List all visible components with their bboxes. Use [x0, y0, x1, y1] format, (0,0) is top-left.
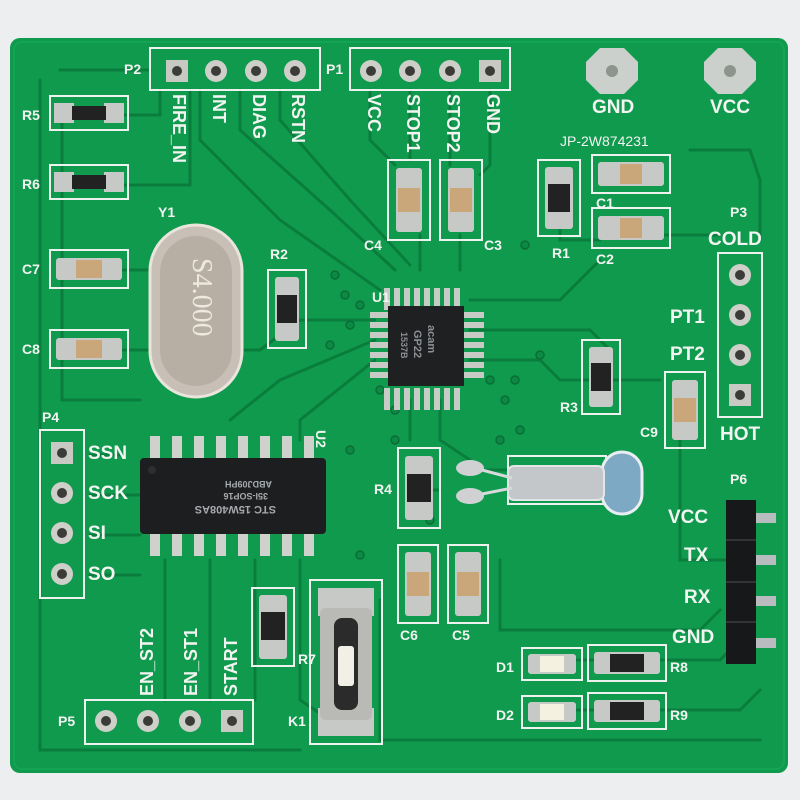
u1-marking-1: acam: [425, 325, 437, 354]
label-p4: P4: [42, 409, 60, 425]
label-c8: C8: [22, 341, 40, 357]
label-c9: C9: [640, 424, 658, 440]
label-vcc-top: VCC: [364, 94, 384, 133]
label-r2: R2: [270, 246, 288, 262]
label-rx: RX: [684, 587, 711, 608]
label-d1: D1: [496, 659, 514, 675]
header-p6: [726, 500, 776, 664]
label-sck: SCK: [88, 483, 129, 504]
label-start: START: [221, 637, 241, 696]
label-r7: R7: [298, 651, 316, 667]
label-vcc-p6: VCC: [668, 507, 709, 528]
label-d2: D2: [496, 707, 514, 723]
label-c3: C3: [484, 237, 502, 253]
switch-k1: [318, 588, 374, 736]
label-fire-in: FIRE_IN: [169, 94, 189, 164]
label-p5: P5: [58, 713, 76, 729]
label-c7: C7: [22, 261, 40, 277]
label-r4: R4: [374, 481, 392, 497]
label-stop2: STOP2: [443, 94, 463, 153]
header-p5: [95, 710, 243, 732]
label-c4: C4: [364, 237, 382, 253]
header-pins-top: [166, 60, 501, 82]
label-int: INT: [209, 94, 229, 123]
label-vcc-pad: VCC: [710, 97, 751, 118]
label-c5: C5: [452, 627, 470, 643]
label-gnd-p6: GND: [672, 627, 715, 648]
label-y1: Y1: [158, 204, 176, 220]
label-tx: TX: [684, 545, 709, 566]
silkscreen-outlines: [39, 47, 763, 745]
label-r5: R5: [22, 107, 40, 123]
label-k1: K1: [288, 713, 306, 729]
crystal-32k: [456, 450, 644, 516]
chip-u2: [140, 436, 326, 556]
vias: [325, 240, 545, 560]
label-c6: C6: [400, 627, 418, 643]
label-p6: P6: [730, 471, 748, 487]
u1-marking-3: 1537B: [399, 332, 409, 359]
label-en-st2: EN_ST2: [137, 627, 157, 696]
label-rstn: RSTN: [288, 94, 308, 143]
label-c2: C2: [596, 251, 614, 267]
label-p1: P1: [326, 61, 344, 77]
label-r9: R9: [670, 707, 688, 723]
label-stop1: STOP1: [403, 94, 423, 153]
crystal-y1: [148, 223, 244, 399]
label-r6: R6: [22, 176, 40, 192]
label-ssn: SSN: [88, 443, 128, 464]
label-gnd-top: GND: [483, 94, 503, 134]
label-hot: HOT: [720, 424, 761, 445]
label-r1: R1: [552, 245, 570, 261]
label-u2: U2: [313, 430, 329, 448]
u2-marking-3: ABDJ09PH: [224, 479, 272, 489]
label-so: SO: [88, 564, 116, 585]
label-pt2: PT2: [670, 344, 705, 365]
label-cold: COLD: [708, 229, 762, 250]
header-p3: [729, 264, 751, 406]
smd-parts: [54, 103, 698, 722]
label-pt1: PT1: [670, 307, 705, 328]
label-r3: R3: [560, 399, 578, 415]
chip-u1: [370, 288, 484, 410]
crystal-marking: S4.000: [186, 258, 217, 337]
label-jumper: JP-2W874231: [560, 133, 649, 149]
label-p3: P3: [730, 204, 748, 220]
label-r8: R8: [670, 659, 688, 675]
label-c1: C1: [596, 195, 614, 211]
label-u1: U1: [372, 289, 390, 305]
u2-marking-2: 35I-SOP16: [223, 491, 268, 501]
power-pads: [586, 48, 756, 94]
u1-marking-2: GP22: [411, 330, 423, 359]
label-si: SI: [88, 523, 106, 544]
label-en-st1: EN_ST1: [181, 627, 201, 696]
label-p2: P2: [124, 61, 142, 77]
header-p4: [51, 442, 73, 585]
label-gnd-pad: GND: [592, 97, 635, 118]
label-diag: DIAG: [249, 94, 269, 139]
u2-marking-1: STC 15W408AS: [194, 503, 276, 515]
